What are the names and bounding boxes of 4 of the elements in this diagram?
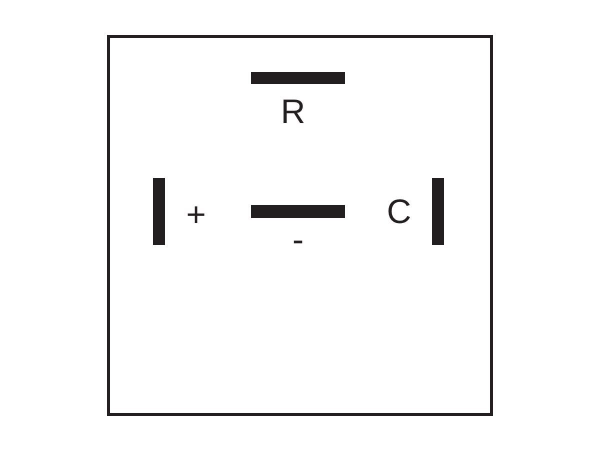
terminal-label: - — [292, 223, 304, 257]
terminal-label: + — [186, 198, 206, 232]
terminal-label: R — [280, 95, 306, 129]
terminal-label: C — [386, 195, 412, 229]
